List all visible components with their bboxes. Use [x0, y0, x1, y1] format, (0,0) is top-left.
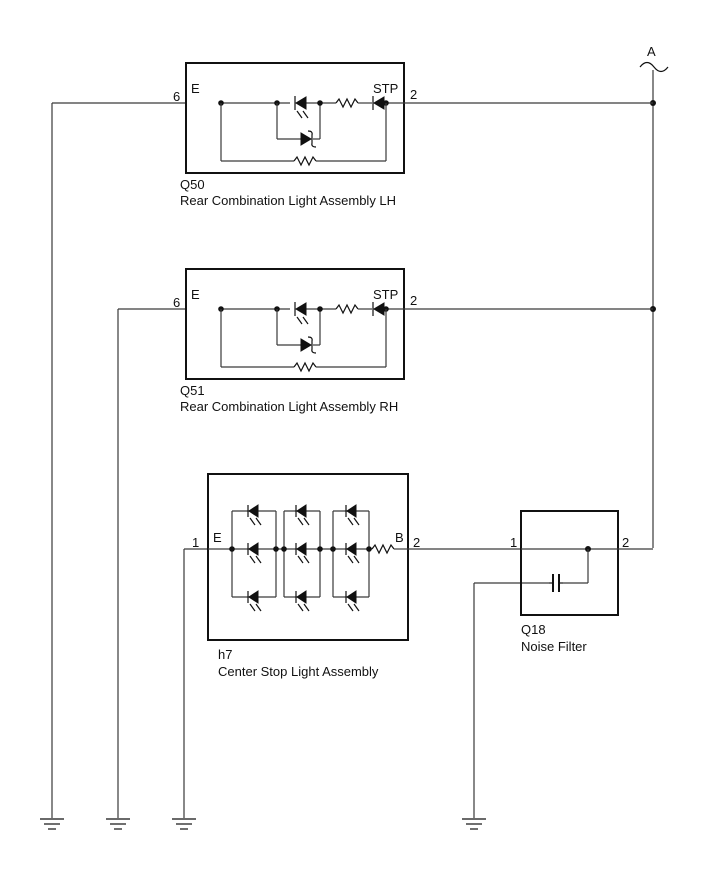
q50-pin-stp-name: STP — [373, 81, 398, 96]
q18-capacitor-icon — [549, 574, 563, 592]
h7-pin-e-number: 1 — [192, 535, 199, 550]
q51-box — [185, 268, 405, 380]
q50-zener-icon — [300, 130, 317, 148]
q51-diode-icon — [372, 302, 385, 316]
ground-wires — [51, 102, 549, 818]
q51-led-icon — [294, 302, 309, 325]
q50-box — [185, 62, 405, 174]
q51-pin-e-number: 6 — [173, 295, 180, 310]
q51-code: Q51 — [180, 383, 205, 398]
ground-symbol-h7 — [172, 818, 196, 830]
h7-code: h7 — [218, 647, 232, 662]
h7-led-icon — [345, 542, 360, 564]
q51-pin-stp-name: STP — [373, 287, 398, 302]
h7-led-icon — [295, 542, 310, 564]
h7-box — [207, 473, 409, 641]
q18-pin-in-number: 1 — [510, 535, 517, 550]
h7-led-bank — [229, 510, 372, 598]
h7-resistor — [371, 543, 395, 555]
ground-symbol-q50 — [40, 818, 64, 830]
q51-zener-icon — [300, 336, 317, 354]
q50-pin-stp-number: 2 — [410, 87, 417, 102]
supply-break-symbol — [639, 61, 669, 73]
q50-code: Q50 — [180, 177, 205, 192]
q51-resistor-bypass — [293, 361, 317, 373]
ground-symbol-q18 — [462, 818, 486, 830]
h7-led-icon — [247, 590, 262, 612]
q50-diode-icon — [372, 96, 385, 110]
h7-led-icon — [247, 504, 262, 526]
h7-pin-e-name: E — [213, 530, 222, 545]
h7-pin-b-name: B — [395, 530, 404, 545]
q18-assembly: 1 2 Q18 Noise Filter — [510, 510, 653, 654]
h7-led-icon — [247, 542, 262, 564]
q51-assembly: 6 E STP 2 Q51 Rear Combination Light Ass… — [173, 268, 653, 414]
q18-box — [520, 510, 619, 616]
h7-led-icon — [295, 504, 310, 526]
q51-pin-e-name: E — [191, 287, 200, 302]
h7-led-icon — [345, 590, 360, 612]
h7-led-icon — [295, 590, 310, 612]
ground-symbol-q51 — [106, 818, 130, 830]
q50-name: Rear Combination Light Assembly LH — [180, 193, 396, 208]
q51-name: Rear Combination Light Assembly RH — [180, 399, 398, 414]
supply-a: A — [639, 44, 669, 548]
h7-pin-b-number: 2 — [413, 535, 420, 550]
q51-resistor-series — [335, 303, 359, 315]
q50-resistor-bypass — [293, 155, 317, 167]
q51-pin-stp-number: 2 — [410, 293, 417, 308]
q50-resistor-series — [335, 97, 359, 109]
q50-led-icon — [294, 96, 309, 119]
q50-pin-e-number: 6 — [173, 89, 180, 104]
q18-name: Noise Filter — [521, 639, 587, 654]
q50-pin-e-name: E — [191, 81, 200, 96]
q18-code: Q18 — [521, 622, 546, 637]
q50-assembly: 6 E STP 2 Q50 Rear Combination Light Ass… — [173, 62, 653, 208]
h7-assembly: 1 E B 2 h7 Center Stop Light Assembly — [192, 473, 521, 679]
supply-a-label: A — [647, 44, 656, 59]
q18-pin-out-number: 2 — [622, 535, 629, 550]
h7-led-icon — [345, 504, 360, 526]
h7-name: Center Stop Light Assembly — [218, 664, 379, 679]
